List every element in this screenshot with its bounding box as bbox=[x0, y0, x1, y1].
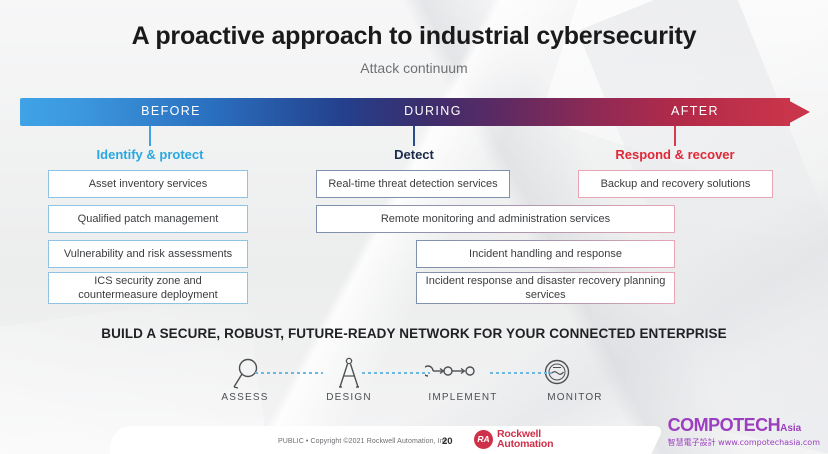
tick-after bbox=[674, 126, 676, 146]
arrowhead-icon bbox=[784, 98, 810, 126]
magnifier-icon bbox=[200, 356, 290, 392]
phase-label-before: BEFORE bbox=[141, 104, 201, 118]
service-box[interactable]: Incident response and disaster recovery … bbox=[416, 272, 675, 304]
connector-dots bbox=[362, 372, 430, 374]
logo-mark-icon: RA bbox=[474, 429, 493, 449]
process-label-monitor: MONITOR bbox=[547, 392, 603, 403]
phase-label-during: DURING bbox=[404, 104, 462, 118]
gauge-icon bbox=[512, 356, 602, 392]
copyright-text: PUBLIC • Copyright ©2021 Rockwell Automa… bbox=[278, 438, 450, 445]
process-flow-icon bbox=[408, 356, 498, 392]
service-box[interactable]: Remote monitoring and administration ser… bbox=[316, 205, 675, 233]
process-step-assess[interactable] bbox=[200, 356, 290, 392]
service-box[interactable]: Asset inventory services bbox=[48, 170, 248, 198]
group-label-detect: Detect bbox=[394, 147, 434, 162]
page-subtitle: Attack continuum bbox=[360, 60, 468, 76]
process-step-monitor[interactable] bbox=[512, 356, 602, 392]
logo-line-1: Rockwell bbox=[497, 427, 541, 440]
footer-band bbox=[110, 426, 630, 454]
page-number: 20 bbox=[442, 436, 453, 447]
compotech-watermark: COMPOTECHAsia 智慧電子設計 www.compotechasia.c… bbox=[668, 416, 820, 448]
process-label-assess: ASSESS bbox=[221, 392, 269, 403]
watermark-subtitle: 智慧電子設計 www.compotechasia.com bbox=[667, 438, 820, 447]
service-box[interactable]: ICS security zone and countermeasure dep… bbox=[48, 272, 248, 304]
logo-wordmark: Rockwell Automation bbox=[497, 427, 554, 451]
process-step-design[interactable] bbox=[304, 356, 394, 392]
service-box[interactable]: Incident handling and response bbox=[416, 240, 675, 268]
compass-divider-icon bbox=[304, 356, 394, 392]
connector-dots bbox=[490, 372, 552, 374]
service-box[interactable]: Backup and recovery solutions bbox=[578, 170, 773, 198]
process-label-implement: IMPLEMENT bbox=[428, 392, 498, 403]
page-title: A proactive approach to industrial cyber… bbox=[131, 22, 697, 50]
attack-continuum-bar: BEFORE DURING AFTER bbox=[20, 98, 810, 126]
group-label-respond-recover: Respond & recover bbox=[615, 147, 735, 162]
gradient-band bbox=[20, 98, 790, 126]
phase-label-after: AFTER bbox=[671, 104, 719, 118]
watermark-title-row: COMPOTECHAsia bbox=[668, 416, 820, 436]
service-box[interactable]: Qualified patch management bbox=[48, 205, 248, 233]
connector-dots bbox=[255, 372, 323, 374]
service-box[interactable]: Real-time threat detection services bbox=[316, 170, 510, 198]
service-box[interactable]: Vulnerability and risk assessments bbox=[48, 240, 248, 268]
watermark-main: COMPOTECH bbox=[667, 415, 781, 435]
tick-before bbox=[149, 126, 151, 146]
process-step-implement[interactable] bbox=[408, 356, 498, 392]
logo-line-2: Automation bbox=[497, 438, 554, 451]
process-label-design: DESIGN bbox=[326, 392, 372, 403]
tick-during bbox=[413, 126, 415, 146]
process-steps bbox=[200, 356, 630, 410]
watermark-suffix: Asia bbox=[780, 423, 802, 434]
group-label-identify-protect: Identify & protect bbox=[96, 147, 204, 162]
rockwell-automation-logo: RA Rockwell Automation bbox=[474, 427, 554, 451]
build-heading: BUILD A SECURE, ROBUST, FUTURE-READY NET… bbox=[101, 326, 727, 341]
